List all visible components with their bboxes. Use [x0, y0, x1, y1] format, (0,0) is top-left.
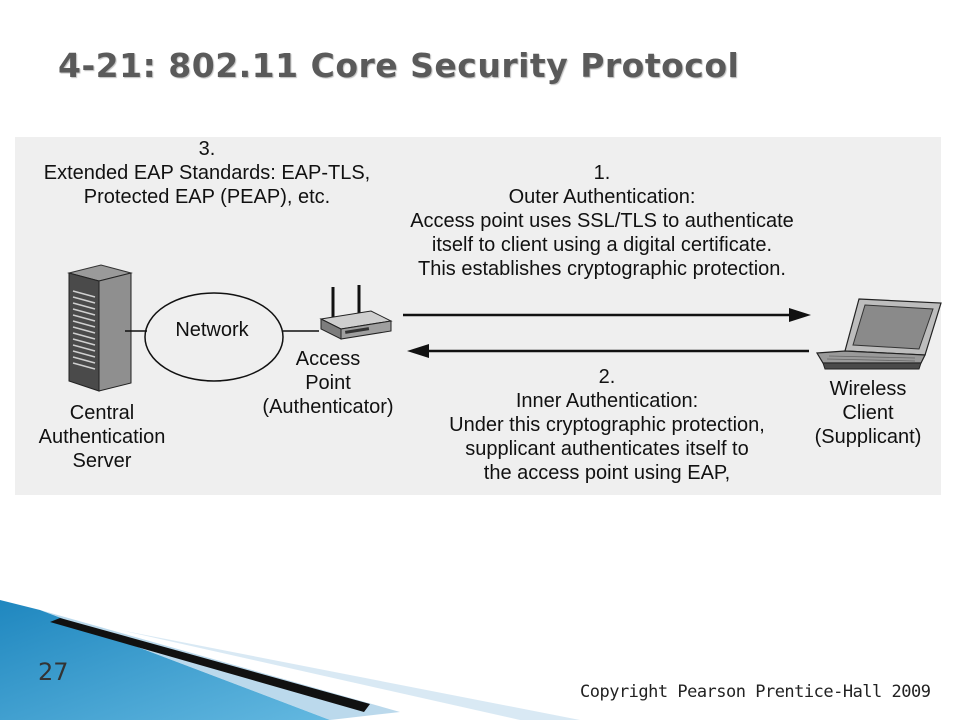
- server-label: Central Authentication Server: [17, 401, 187, 473]
- client-label: Wireless Client (Supplicant): [795, 377, 941, 449]
- network-label: Network: [175, 319, 249, 341]
- step2-line: the access point using EAP,: [483, 462, 731, 484]
- network-ellipse: [144, 292, 284, 382]
- access-point-line: Access: [295, 348, 361, 370]
- step2-line: Inner Authentication:: [515, 390, 699, 412]
- step1-label: 1. Outer Authentication: Access point us…: [387, 161, 817, 281]
- page-number: 27: [38, 658, 69, 686]
- slide-title: 4-21: 802.11 Core Security Protocol: [58, 46, 740, 85]
- access-point-line: (Authenticator): [262, 396, 394, 418]
- step1-number: 1.: [593, 162, 611, 184]
- access-point-line: Point: [305, 372, 351, 394]
- client-line: Client: [842, 402, 894, 424]
- diagram-panel: 3. Extended EAP Standards: EAP-TLS, Prot…: [15, 137, 942, 495]
- step3-line: Protected EAP (PEAP), etc.: [83, 186, 331, 208]
- step3-line: Extended EAP Standards: EAP-TLS,: [43, 162, 371, 184]
- access-point-icon: [319, 285, 393, 340]
- arrow-inner-auth: [407, 344, 809, 358]
- step3-number: 3.: [198, 138, 216, 160]
- client-line: (Supplicant): [814, 426, 922, 448]
- laptop-icon: [815, 298, 942, 370]
- server-line: Server: [72, 450, 132, 472]
- step2-number: 2.: [598, 366, 616, 388]
- access-point-label: Access Point (Authenticator): [253, 347, 403, 419]
- corner-decoration: [0, 600, 580, 720]
- step1-line: Outer Authentication:: [508, 186, 696, 208]
- step2-line: supplicant authenticates itself to: [465, 438, 749, 460]
- server-icon: [67, 264, 133, 392]
- step2-line: Under this cryptographic protection,: [449, 414, 765, 436]
- step1-line: itself to client using a digital certifi…: [431, 234, 773, 256]
- server-line: Authentication: [38, 426, 166, 448]
- client-line: Wireless: [829, 378, 907, 400]
- step2-label: 2. Inner Authentication: Under this cryp…: [407, 365, 807, 485]
- step3-label: 3. Extended EAP Standards: EAP-TLS, Prot…: [17, 137, 397, 209]
- network-link-lines: [125, 330, 319, 332]
- server-line: Central: [69, 402, 135, 424]
- copyright-text: Copyright Pearson Prentice-Hall 2009: [580, 682, 931, 702]
- step1-line: Access point uses SSL/TLS to authenticat…: [410, 210, 794, 232]
- step1-line: This establishes cryptographic protectio…: [418, 258, 786, 280]
- arrow-outer-auth: [403, 308, 811, 322]
